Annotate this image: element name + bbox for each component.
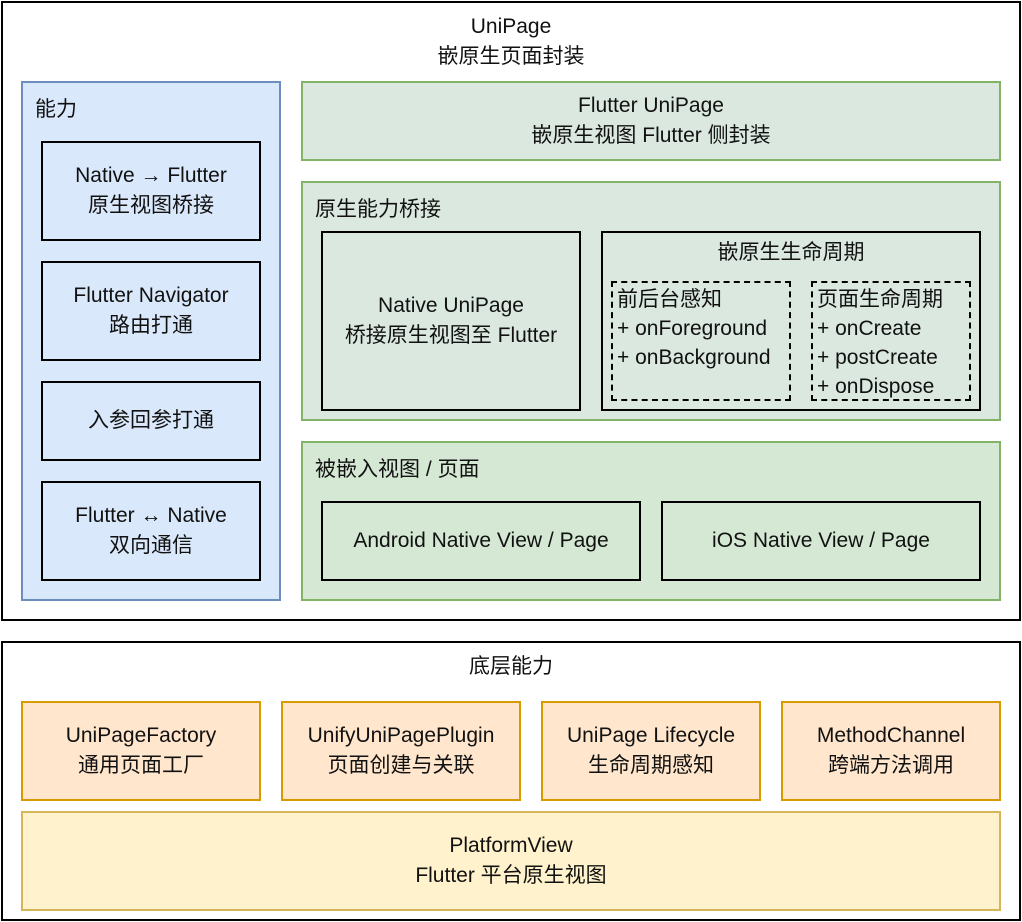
platform-view-box: PlatformView Flutter 平台原生视图 [21,811,1001,911]
ios-view-label: iOS Native View / Page [712,529,930,552]
embedded-panel: 被嵌入视图 / 页面 [301,441,1001,601]
embedded-title: 被嵌入视图 / 页面 [315,458,480,481]
base-item-sublabel: 通用页面工厂 [78,754,204,777]
bridge-title: 原生能力桥接 [315,198,441,221]
base-item-sublabel: 跨端方法调用 [828,754,954,777]
unipage-subtitle: 嵌原生页面封装 [437,45,585,68]
base-title-block: 底层能力 [1,652,1021,682]
capability-label: Flutter ↔ Native [75,504,227,527]
platform-view-sublabel: Flutter 平台原生视图 [415,864,607,887]
base-item-label: UniPage Lifecycle [566,724,736,747]
base-item-label: MethodChannel [816,724,966,747]
android-view-box: Android Native View / Page [321,501,641,581]
method-channel-box: MethodChannel 跨端方法调用 [781,701,1001,801]
flutter-unipage-box: Flutter UniPage 嵌原生视图 Flutter 侧封装 [301,81,1001,161]
native-unipage-box: Native UniPage 桥接原生视图至 Flutter [321,231,581,411]
lifecycle-title-block: 嵌原生生命周期 [601,238,981,268]
lifecycle-method: + postCreate [817,346,938,369]
foreground-lifecycle-box: 前后台感知 + onForeground + onBackground [611,281,791,401]
unipage-lifecycle-box: UniPage Lifecycle 生命周期感知 [541,701,761,801]
capability-bidirectional: Flutter ↔ Native 双向通信 [41,481,261,581]
android-view-label: Android Native View / Page [353,529,609,552]
capability-sublabel: 原生视图桥接 [88,194,214,217]
unipage-factory-box: UniPageFactory 通用页面工厂 [21,701,261,801]
base-item-label: UniPageFactory [65,724,217,747]
flutter-unipage-label: Flutter UniPage [578,94,724,117]
capability-label: Native → Flutter [75,164,227,187]
base-item-sublabel: 页面创建与关联 [327,754,475,777]
foreground-title: 前后台感知 [617,288,722,311]
base-item-sublabel: 生命周期感知 [588,754,714,777]
lifecycle-method: + onForeground [617,317,768,340]
page-lifecycle-title: 页面生命周期 [817,288,943,311]
platform-view-label: PlatformView [449,834,573,857]
native-unipage-sublabel: 桥接原生视图至 Flutter [344,324,558,347]
lifecycle-method: + onCreate [817,317,922,340]
capability-label: Flutter Navigator [73,284,229,307]
capabilities-title: 能力 [35,98,77,121]
unipage-title: UniPage [470,15,552,38]
lifecycle-title: 嵌原生生命周期 [717,241,865,264]
capability-params: 入参回参打通 [41,381,261,461]
capability-sublabel: 路由打通 [109,314,193,337]
unify-plugin-box: UnifyUniPagePlugin 页面创建与关联 [281,701,521,801]
ios-view-box: iOS Native View / Page [661,501,981,581]
flutter-unipage-sublabel: 嵌原生视图 Flutter 侧封装 [531,124,771,147]
capability-native-to-flutter: Native → Flutter 原生视图桥接 [41,141,261,241]
capability-label: 入参回参打通 [88,409,214,432]
base-item-label: UnifyUniPagePlugin [307,724,495,747]
native-unipage-label: Native UniPage [378,294,524,317]
unipage-title-block: UniPage 嵌原生页面封装 [1,12,1021,72]
capabilities-panel: 能力 [21,81,281,601]
lifecycle-box [601,231,981,411]
lifecycle-method: + onDispose [817,375,935,398]
base-title: 底层能力 [469,655,553,678]
capability-sublabel: 双向通信 [109,534,193,557]
bridge-panel: 原生能力桥接 [301,181,1001,421]
page-lifecycle-box: 页面生命周期 + onCreate + postCreate + onDispo… [811,281,971,401]
capability-flutter-navigator: Flutter Navigator 路由打通 [41,261,261,361]
lifecycle-method: + onBackground [617,346,771,369]
